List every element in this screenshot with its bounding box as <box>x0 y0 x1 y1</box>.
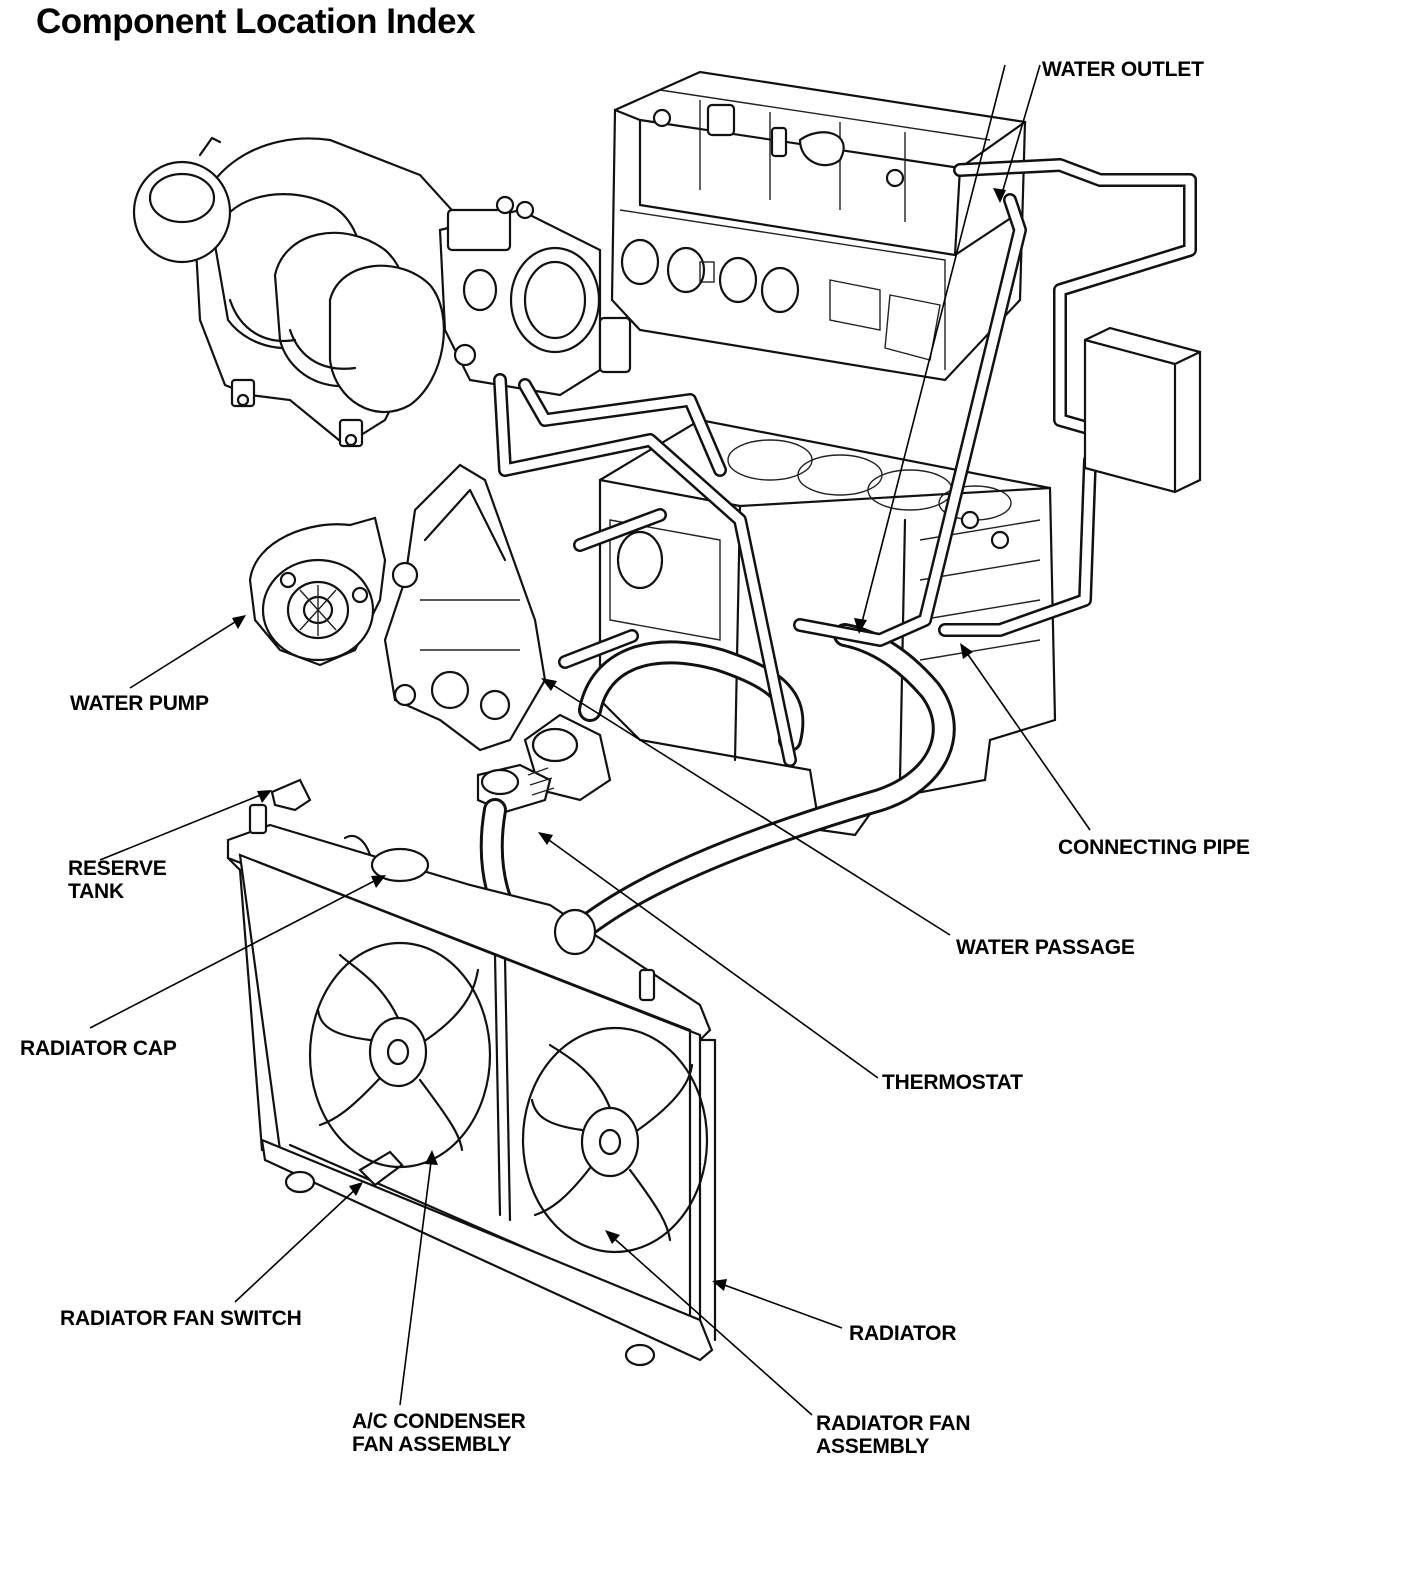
radiator <box>226 778 717 1367</box>
page-title: Component Location Index <box>36 2 476 41</box>
label-water-passage: WATER PASSAGE <box>956 936 1135 959</box>
label-radiator-fan-switch: RADIATOR FAN SWITCH <box>60 1307 302 1330</box>
label-ac-condenser-line-2: FAN ASSEMBLY <box>352 1433 512 1456</box>
label-radiator-cap: RADIATOR CAP <box>20 1037 177 1060</box>
label-connecting-pipe: CONNECTING PIPE <box>1058 836 1250 859</box>
label-water-outlet: WATER OUTLET <box>1042 58 1204 81</box>
label-water-pump: WATER PUMP <box>70 692 209 715</box>
label-reserve-tank-line-2: TANK <box>68 880 124 903</box>
label-reserve-tank: RESERVE TANK <box>68 857 167 903</box>
callout-leaders <box>89 64 1091 1416</box>
label-radiator: RADIATOR <box>849 1322 957 1345</box>
coolant-hoses <box>479 158 1202 947</box>
label-radiator-fan-assembly: RADIATOR FAN ASSEMBLY <box>816 1412 971 1458</box>
label-reserve-tank-line-1: RESERVE <box>68 857 167 880</box>
label-ac-condenser-line-1: A/C CONDENSER <box>352 1410 526 1433</box>
throttle-body <box>438 195 632 397</box>
label-radiator-fan-assembly-line-2: ASSEMBLY <box>816 1435 930 1458</box>
water-passage-housing <box>383 463 547 752</box>
water-pump <box>248 516 387 667</box>
intake-manifold <box>132 136 472 448</box>
cylinder-head <box>610 70 1027 382</box>
label-radiator-fan-assembly-line-1: RADIATOR FAN <box>816 1412 971 1435</box>
label-ac-condenser-fan-assembly: A/C CONDENSER FAN ASSEMBLY <box>352 1410 526 1456</box>
label-thermostat: THERMOSTAT <box>882 1071 1023 1094</box>
